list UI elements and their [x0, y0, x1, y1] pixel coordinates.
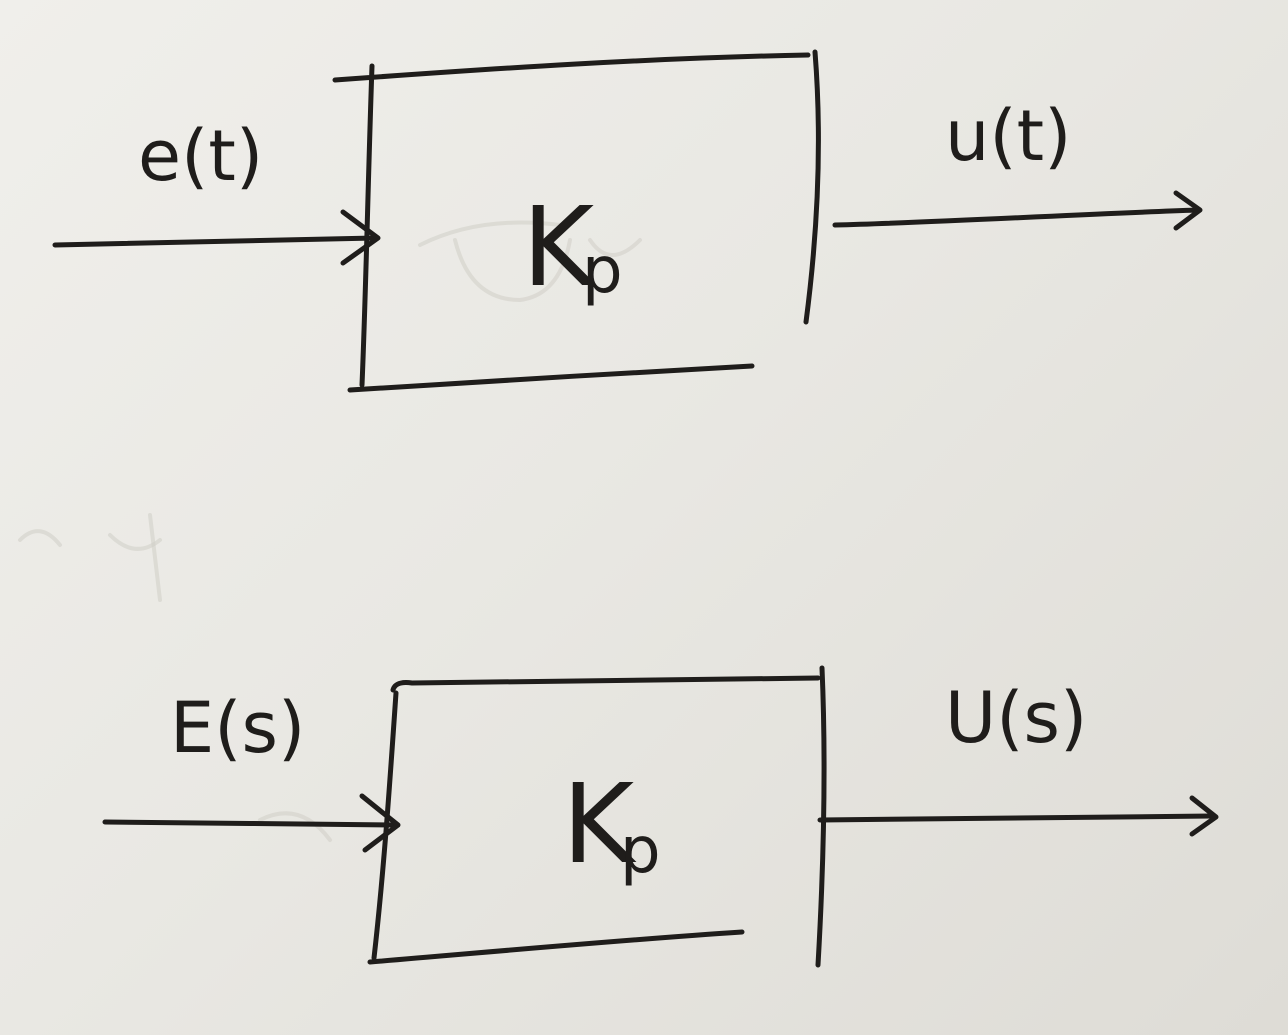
gain-subscript: p — [620, 814, 661, 888]
gain-symbol: K — [562, 760, 637, 888]
gain-block — [332, 49, 821, 393]
output-signal-arrow — [817, 813, 1215, 823]
output-signal-label: U(s) — [945, 677, 1087, 759]
output-signal-label: u(t) — [945, 95, 1071, 177]
output-signal-arrow — [832, 207, 1201, 228]
time-domain-diagram: e(t) u(t) K p — [52, 49, 1203, 393]
gain-symbol: K — [522, 183, 597, 311]
input-signal-arrow — [52, 235, 378, 248]
input-arrowhead — [340, 209, 381, 266]
show-through-marks — [18, 220, 642, 842]
laplace-domain-diagram: E(s) U(s) K p — [102, 665, 1219, 968]
output-arrowhead — [1173, 190, 1203, 231]
input-signal-label: E(s) — [170, 687, 305, 769]
input-signal-label: e(t) — [138, 115, 263, 197]
input-signal-arrow — [102, 819, 398, 828]
gain-subscript: p — [582, 234, 623, 308]
output-arrowhead — [1189, 795, 1219, 837]
gain-block — [367, 665, 827, 968]
input-arrowhead — [359, 793, 401, 853]
